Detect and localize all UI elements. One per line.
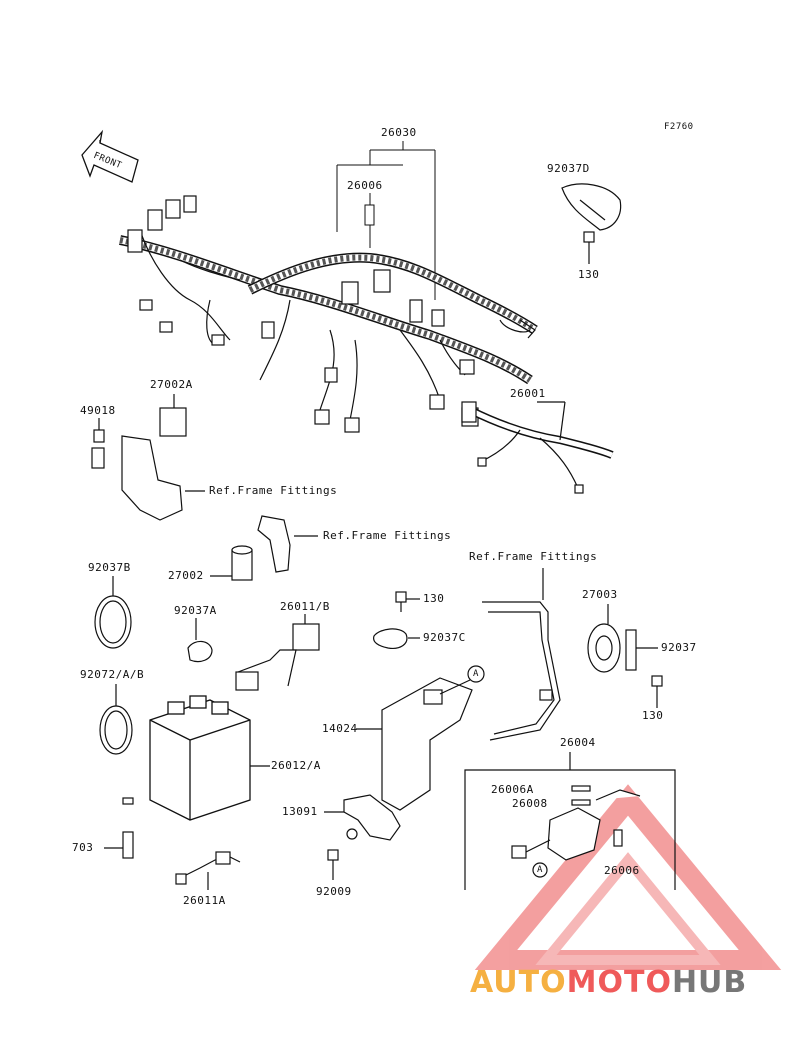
part-49018 [91, 418, 105, 469]
label-ref-frame-3: Ref.Frame Fittings [469, 550, 598, 563]
bolt-130-mid [395, 591, 420, 612]
label-92037C: 92037C [423, 631, 466, 644]
label-92072AB: 92072/A/B [80, 668, 145, 681]
sub-harness-26001 [461, 401, 614, 494]
label-26006-top: 26006 [347, 179, 383, 192]
horn-27003 [587, 604, 663, 708]
callout-a-top: A [473, 669, 479, 679]
callout-a-bottom: A [537, 865, 543, 875]
bracket-ref-frame-2 [210, 515, 318, 581]
label-130-mid: 130 [423, 592, 445, 605]
fuse-26006 [364, 204, 375, 226]
frame-fitting-3 [482, 568, 561, 741]
bracket-14024 [356, 665, 485, 811]
watermark-part2: MOTO [566, 965, 672, 1000]
fuse-box-26004 [464, 752, 676, 890]
label-13091: 13091 [282, 805, 318, 818]
label-92037B: 92037B [88, 561, 131, 574]
label-130-top: 130 [578, 268, 600, 281]
label-130-low: 130 [642, 709, 664, 722]
harness-connectors [127, 195, 479, 433]
clamp-92037D [561, 183, 622, 264]
main-harness-26030 [119, 229, 538, 421]
label-92037A: 92037A [174, 604, 217, 617]
cable-26011B [235, 614, 320, 691]
front-arrow-icon [81, 129, 139, 183]
watermark-logo-icon [474, 784, 782, 970]
label-27002A: 27002A [150, 378, 193, 391]
band-92037B [94, 576, 132, 649]
label-49018: 49018 [80, 404, 116, 417]
clamp-92037C [373, 628, 420, 649]
cable-26011A [175, 851, 241, 890]
label-26030: 26030 [381, 126, 417, 139]
watermark-text: AUTOMOTOHUB [470, 965, 747, 1000]
part-703 [104, 797, 134, 859]
label-26004: 26004 [560, 736, 596, 749]
bracket-13091 [324, 794, 401, 880]
battery-26012A [149, 695, 270, 821]
label-92009: 92009 [316, 885, 352, 898]
label-14024: 14024 [322, 722, 358, 735]
label-26012A: 26012/A [271, 759, 321, 772]
label-92037: 92037 [661, 641, 697, 654]
clip-92037A [187, 618, 213, 663]
relay-27002A [159, 394, 187, 437]
watermark-part3: HUB [671, 965, 748, 1000]
label-92037D: 92037D [547, 162, 590, 175]
label-ref-frame-1: Ref.Frame Fittings [209, 484, 338, 497]
label-26006A: 26006A [491, 783, 534, 796]
watermark-part1: AUTO [470, 965, 567, 1000]
label-26011A: 26011A [183, 894, 226, 907]
label-26006-low: 26006 [604, 864, 640, 877]
label-26011B: 26011/B [280, 600, 330, 613]
label-26008: 26008 [512, 797, 548, 810]
label-703: 703 [72, 841, 94, 854]
label-ref-frame-2: Ref.Frame Fittings [323, 529, 452, 542]
label-26001: 26001 [510, 387, 546, 400]
band-92072AB [99, 684, 133, 755]
label-27002: 27002 [168, 569, 204, 582]
bracket-relay [121, 435, 205, 521]
label-27003: 27003 [582, 588, 618, 601]
figure-code: F2760 [664, 122, 694, 132]
